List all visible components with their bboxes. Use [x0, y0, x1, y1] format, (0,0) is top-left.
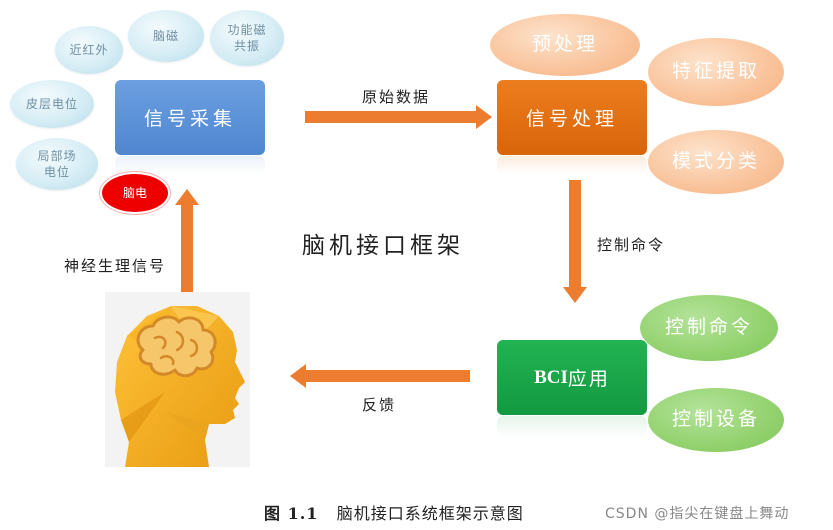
source-eeg: 脑电: [100, 172, 170, 214]
watermark: CSDN @指尖在键盘上舞动: [605, 506, 790, 522]
head-brain-illustration: [105, 292, 250, 467]
neuro-signal-arrowhead: [175, 189, 199, 205]
control-command-label: 控制命令: [597, 236, 666, 254]
diagram-title: 脑机接口框架: [302, 233, 464, 259]
feedback-arrow: [305, 370, 470, 382]
signal-acquisition-reflection: [115, 156, 265, 174]
application-label: 应用: [567, 368, 610, 390]
source-meg: 脑磁: [128, 10, 204, 62]
signal-acquisition-box: 信号采集: [115, 80, 265, 155]
output-control-command: 控制命令: [640, 295, 778, 361]
figure-caption-text: 脑机接口系统框架示意图: [336, 504, 524, 523]
raw-data-arrow: [305, 111, 477, 123]
neuro-signal-label: 神经生理信号: [64, 257, 167, 275]
output-control-device: 控制设备: [648, 388, 784, 452]
figure-caption: 图 1.1 脑机接口系统框架示意图: [264, 500, 524, 524]
signal-processing-reflection: [497, 156, 647, 174]
step-preprocess: 预处理: [490, 14, 640, 76]
source-nirs: 近红外: [55, 26, 123, 74]
source-fmri: 功能磁 共振: [210, 10, 284, 66]
raw-data-label: 原始数据: [362, 88, 431, 106]
step-feature-extraction: 特征提取: [648, 38, 784, 106]
source-lfp: 局部场 电位: [16, 138, 98, 190]
source-ecog: 皮层电位: [10, 80, 94, 128]
step-pattern-classification: 模式分类: [648, 130, 784, 194]
signal-processing-box: 信号处理: [497, 80, 647, 155]
control-command-arrow: [569, 180, 581, 288]
feedback-label: 反馈: [362, 396, 397, 414]
bci-label: BCI: [534, 366, 568, 388]
control-command-arrowhead: [563, 287, 587, 303]
bci-application-reflection: [497, 416, 647, 438]
figure-number: 图 1.1: [264, 504, 319, 523]
brain-icon: [136, 315, 217, 378]
raw-data-arrowhead: [476, 105, 492, 129]
feedback-arrowhead: [290, 364, 306, 388]
neuro-signal-arrow: [181, 205, 193, 292]
